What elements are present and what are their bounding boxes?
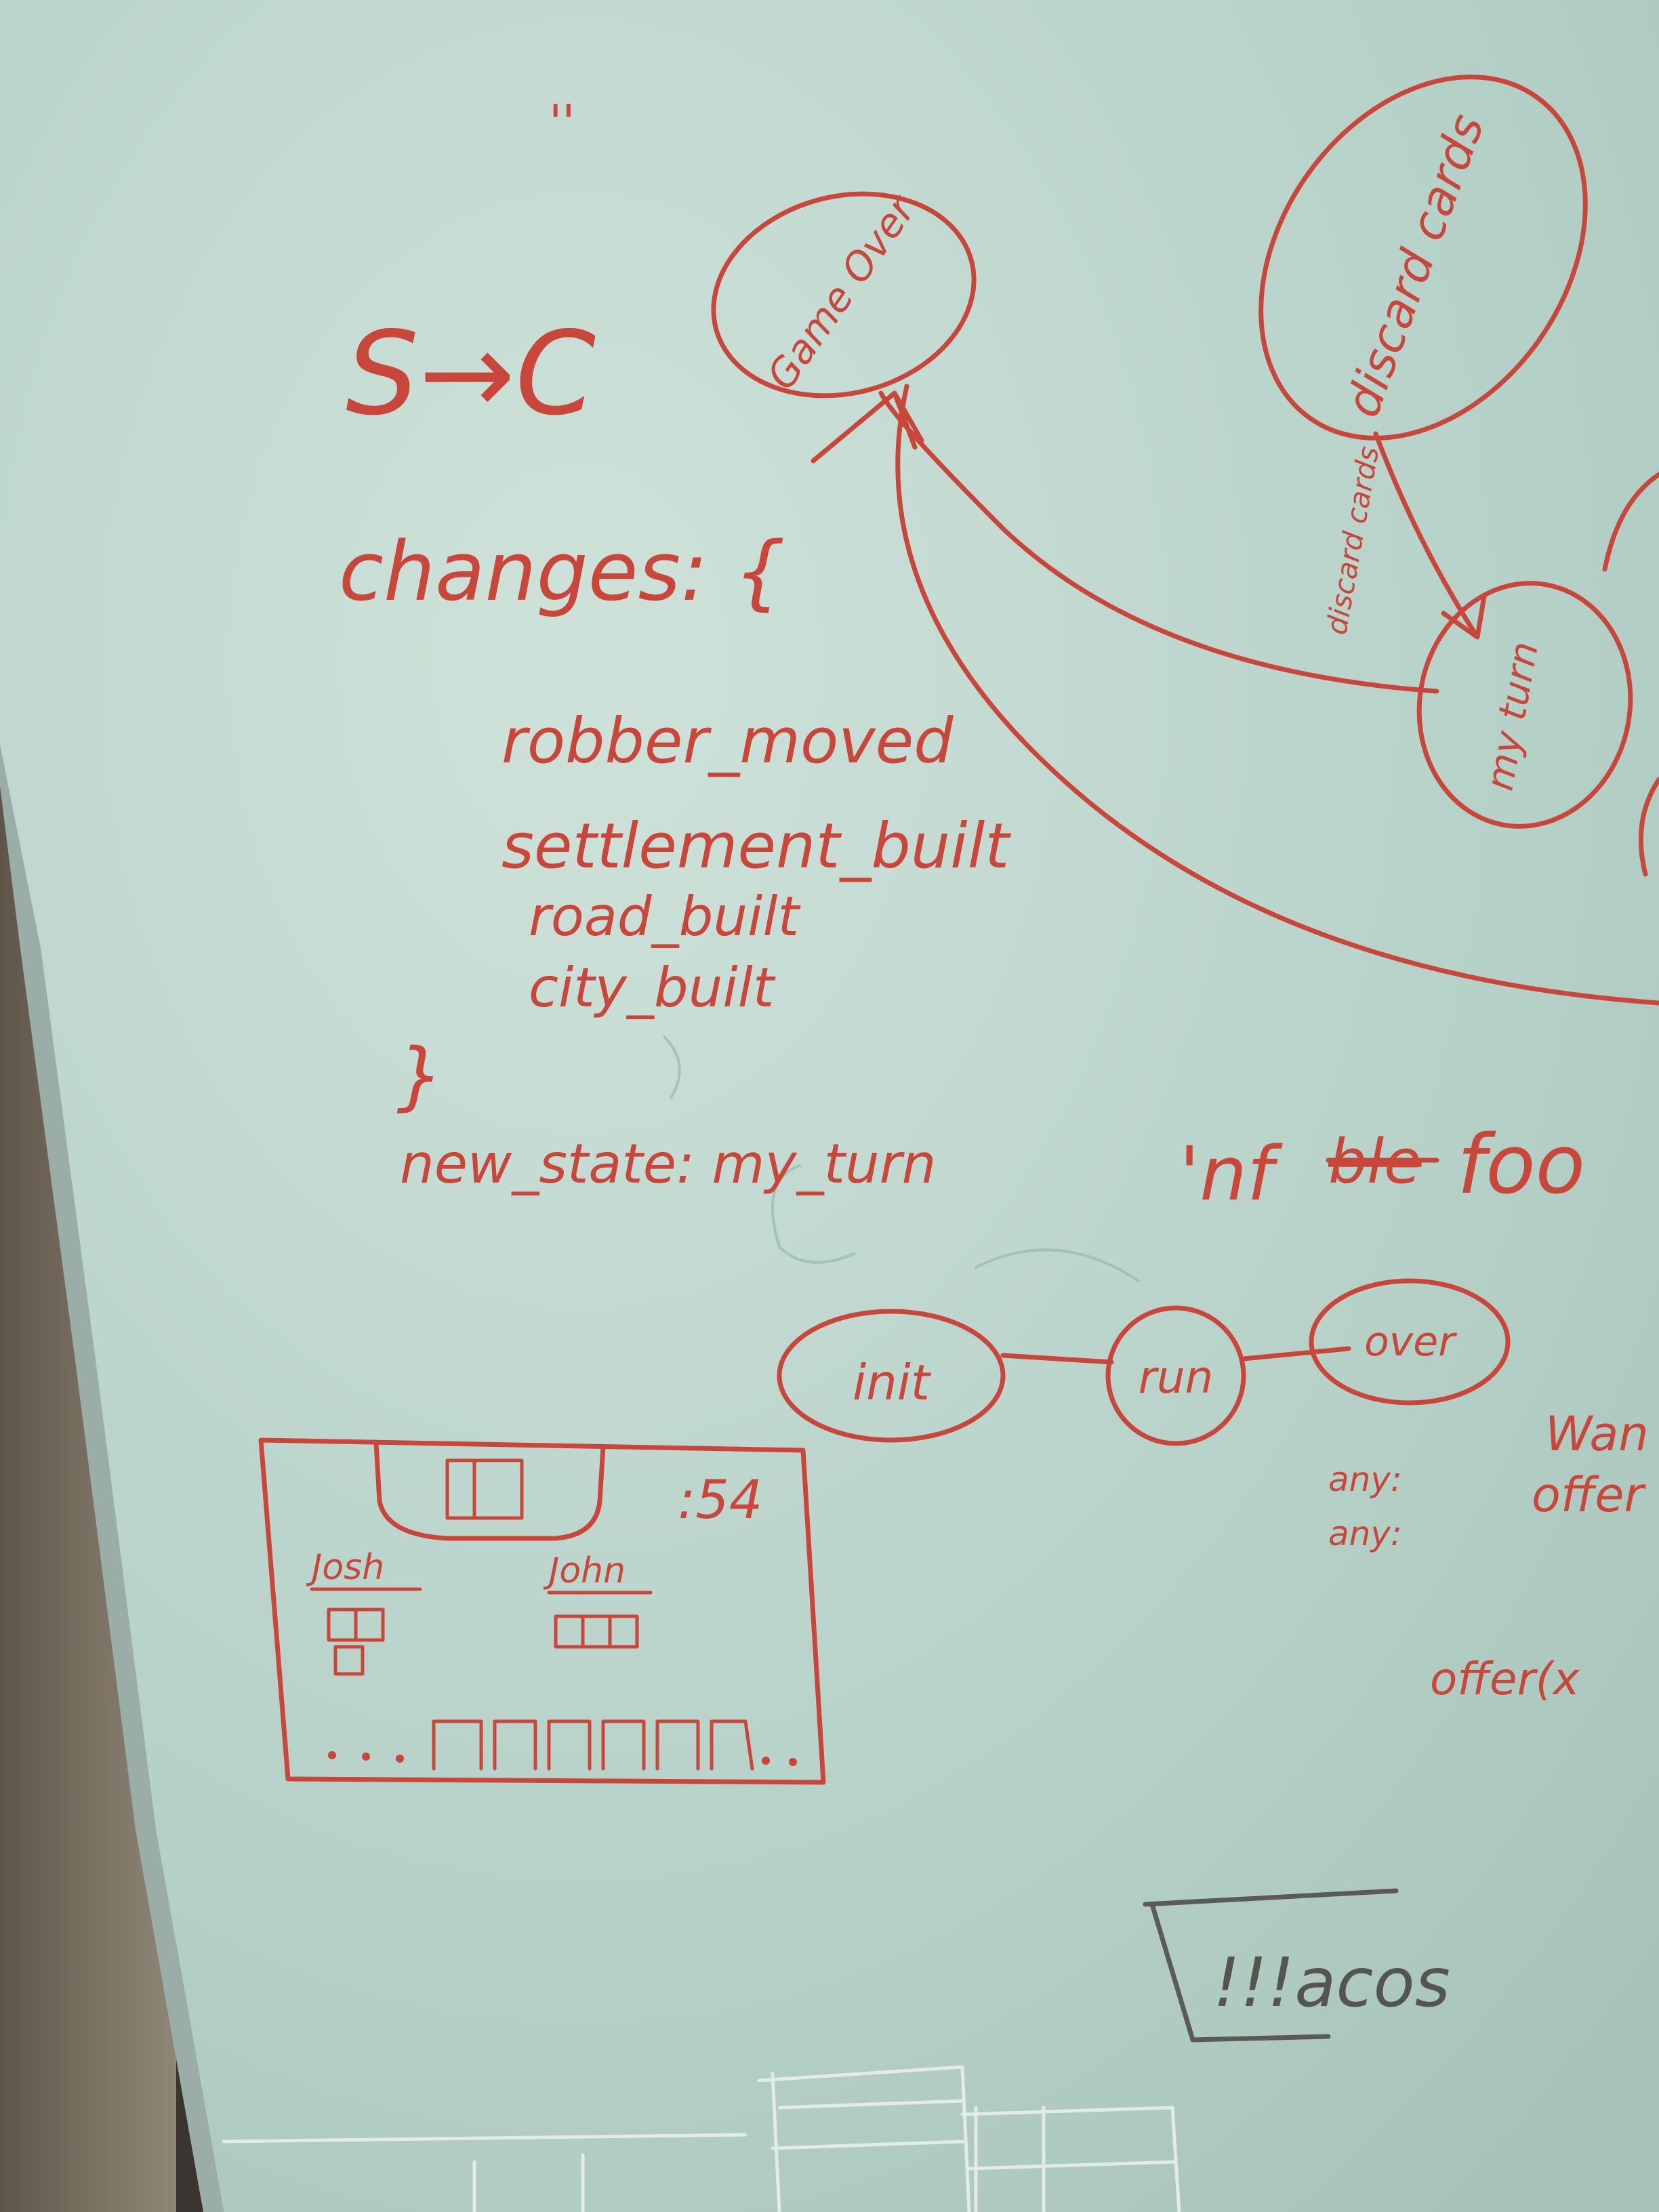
arrow-notation: S→C xyxy=(346,307,596,441)
dark-scribble: !!!acos xyxy=(1143,1888,1450,2043)
ghost-marks xyxy=(663,1036,1140,1282)
edge-long-to-gameover xyxy=(895,384,1659,1006)
ui-mockup-sketch: :54 Josh John xyxy=(258,1437,826,1785)
flow-label-init: init xyxy=(853,1354,932,1411)
hand-cards xyxy=(432,1719,754,1771)
mockup-top-panel xyxy=(373,1441,606,1541)
partial-state-node xyxy=(1602,472,1659,572)
change-item: settlement_built xyxy=(501,810,1011,882)
bottom-grid-sketches xyxy=(222,2065,1181,2212)
flow-edge xyxy=(1000,1353,1114,1365)
state-node xyxy=(711,191,977,398)
mockup-frame xyxy=(258,1437,826,1785)
nf-text: 'nf xyxy=(1179,1130,1283,1217)
player-cards xyxy=(554,1614,639,1649)
scribble-box xyxy=(1143,1888,1399,2043)
note-any: any: xyxy=(1328,1514,1402,1553)
player-name: John xyxy=(543,1551,626,1591)
partial-state-node xyxy=(1638,777,1659,877)
header-marks: '' xyxy=(549,95,575,150)
flow-node-over xyxy=(1309,1278,1511,1406)
deck-icon xyxy=(445,1458,524,1520)
whiteboard-frame-edge xyxy=(0,745,224,2212)
nf-foo: foo xyxy=(1457,1118,1585,1212)
flow-diagram: init run over xyxy=(777,1278,1511,1446)
changes-list: robber_moved settlement_built road_built… xyxy=(501,705,1011,1019)
player-name: Josh xyxy=(306,1547,384,1588)
flow-edge xyxy=(1241,1346,1351,1361)
state-node xyxy=(1258,75,1588,441)
note-any: any: xyxy=(1328,1460,1402,1499)
changes-label: changes: { xyxy=(339,525,785,619)
ellipsis-dots xyxy=(328,1751,797,1766)
flow-label-over: over xyxy=(1364,1318,1457,1366)
note-want: Wan xyxy=(1545,1406,1649,1462)
change-item: robber_moved xyxy=(501,705,954,777)
state-node xyxy=(1416,581,1633,829)
right-notes: any: any: Wan offer offer(x xyxy=(1328,1406,1649,1705)
edge-discard-to-myturn xyxy=(1373,431,1480,640)
flow-node-run xyxy=(1105,1305,1246,1446)
flow-node-init xyxy=(777,1309,1006,1443)
note-offer-call: offer(x xyxy=(1430,1653,1580,1705)
arrowhead xyxy=(1441,594,1487,640)
player-cards xyxy=(327,1607,385,1676)
mockup-timer: :54 xyxy=(678,1470,763,1531)
change-item: road_built xyxy=(529,885,801,948)
changes-close: } xyxy=(396,1032,444,1119)
note-offer: offer xyxy=(1532,1467,1646,1523)
scribble-text: !!!acos xyxy=(1213,1943,1450,2022)
change-item: city_built xyxy=(529,956,776,1019)
new-state-line: new_state: my_turn xyxy=(400,1132,936,1195)
flow-label-run: run xyxy=(1139,1351,1214,1404)
arrowhead xyxy=(811,390,924,464)
